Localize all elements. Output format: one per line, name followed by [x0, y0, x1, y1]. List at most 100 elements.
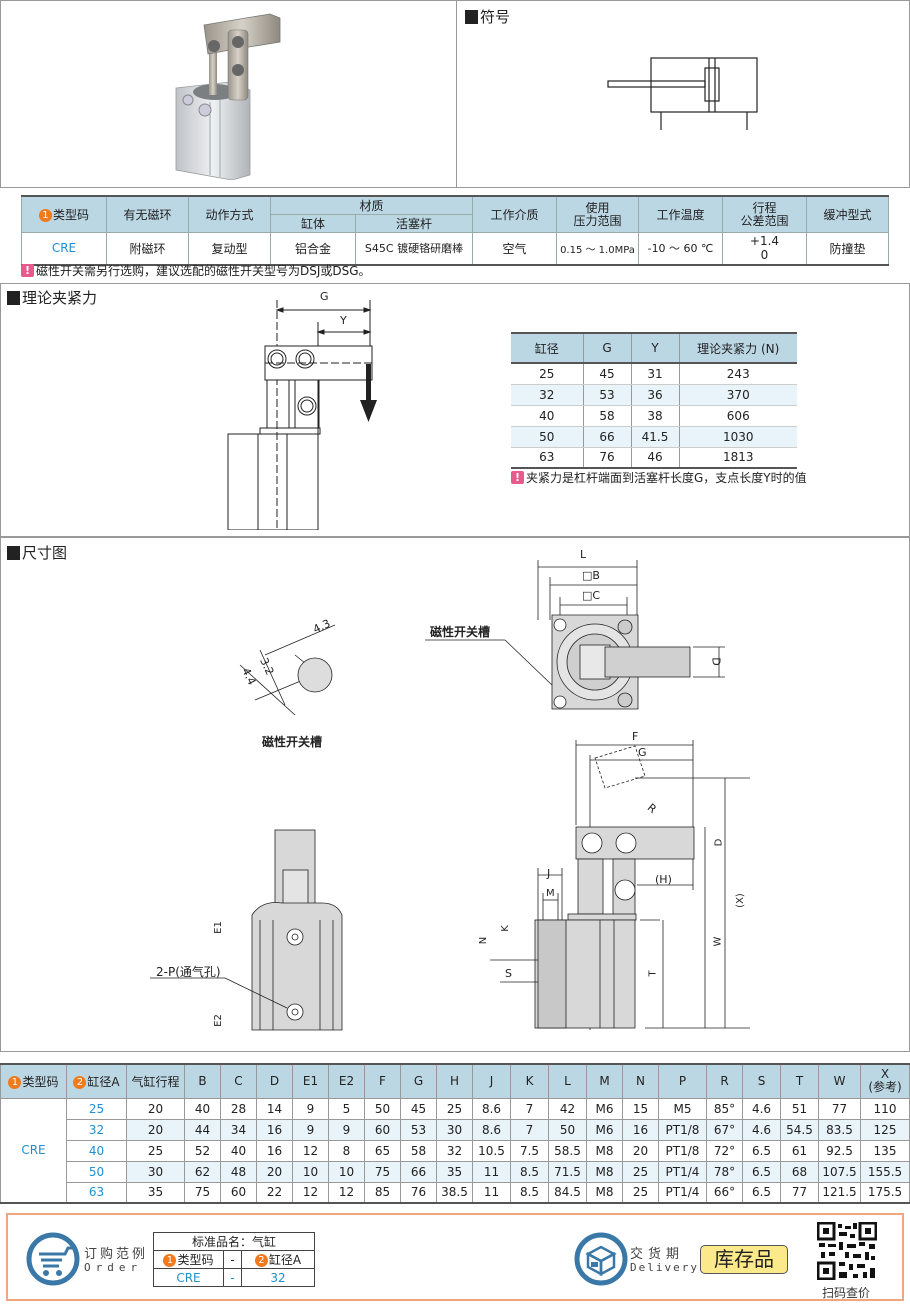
- delivery-title-en: Delivery: [630, 1261, 699, 1274]
- cell: M6: [586, 1118, 623, 1141]
- th-p: P: [658, 1063, 707, 1099]
- cell: 72°: [706, 1139, 743, 1162]
- th-e1: E1: [292, 1063, 329, 1099]
- cell: M8: [586, 1139, 623, 1162]
- cell: 38.5: [436, 1181, 473, 1204]
- cell-type-code: CRE: [21, 232, 107, 265]
- cell: 68: [780, 1160, 819, 1183]
- th-medium: 工作介质: [472, 195, 557, 233]
- cell-bore: 50: [66, 1160, 127, 1183]
- dim-w: W: [712, 936, 724, 947]
- cell: 66: [400, 1160, 437, 1183]
- cell: 65: [364, 1139, 401, 1162]
- cell: M8: [586, 1160, 623, 1183]
- cell-magnet: 附磁环: [106, 232, 189, 265]
- cell-bore: 40: [66, 1139, 127, 1162]
- cell: 16: [622, 1118, 659, 1141]
- cell: 35: [436, 1160, 473, 1183]
- cell: 1813: [679, 447, 797, 469]
- cell: 10: [292, 1160, 329, 1183]
- cell: 28: [220, 1097, 257, 1120]
- force-title-text: 理论夹紧力: [22, 289, 98, 307]
- delivery-title-cn: 交货期: [630, 1247, 685, 1262]
- cell: 53: [583, 384, 632, 406]
- th-h: H: [436, 1063, 473, 1099]
- dim-c: □C: [582, 589, 601, 602]
- cell: 4.6: [742, 1097, 781, 1120]
- dimension-title-text: 尺寸图: [22, 544, 68, 562]
- order-title-cn: 订购范例: [84, 1247, 149, 1262]
- num-badge-icon: 2: [254, 1254, 268, 1267]
- th-pressure: 使用压力范围: [556, 195, 639, 233]
- cell: 75: [184, 1181, 221, 1204]
- cell: 76: [400, 1181, 437, 1204]
- cell: 606: [679, 405, 797, 427]
- cell-bore: 32: [66, 1118, 127, 1141]
- th-action: 动作方式: [188, 195, 271, 233]
- th-label: 缸径A: [87, 1074, 120, 1089]
- cell: 11: [472, 1160, 511, 1183]
- cell: 20: [126, 1097, 185, 1120]
- dim-d: D: [709, 657, 723, 666]
- order-val1: CRE: [153, 1268, 224, 1287]
- cell: 1030: [679, 426, 797, 448]
- cell: 75: [364, 1160, 401, 1183]
- th-g: G: [583, 333, 632, 364]
- cell: 45: [400, 1097, 437, 1120]
- cell: 6.5: [742, 1139, 781, 1162]
- cell-action: 复动型: [188, 232, 271, 265]
- cell: 46: [631, 447, 680, 469]
- cell: 58.5: [548, 1139, 587, 1162]
- cell: 84.5: [548, 1181, 587, 1204]
- cell-body: 铝合金: [270, 232, 356, 265]
- cell-pressure: 0.15 ～ 1.0MPa: [556, 232, 639, 265]
- cell: 8.6: [472, 1097, 511, 1120]
- cell: 60: [220, 1181, 257, 1204]
- th-pressure-l2: 压力范围: [573, 213, 622, 228]
- th-force: 理论夹紧力 (N): [679, 333, 797, 364]
- stock-status-badge: 库存品: [700, 1245, 788, 1274]
- cell: 40: [511, 405, 584, 427]
- order-col1-label: 类型码: [177, 1253, 214, 1267]
- dim-e1: E1: [212, 921, 224, 934]
- th-stroke-l1: 行程: [752, 200, 777, 215]
- force-diagram: G Y: [225, 290, 385, 530]
- cell: 61: [780, 1139, 819, 1162]
- cell: 36: [631, 384, 680, 406]
- stroke-lower: 0: [760, 248, 769, 263]
- top-view-drawing: L □B □C D 磁性开关槽: [425, 545, 735, 715]
- cell: 12: [292, 1139, 329, 1162]
- cell: 14: [256, 1097, 293, 1120]
- label-y: Y: [340, 314, 347, 327]
- dim-l: L: [580, 548, 587, 561]
- cell: 155.5: [860, 1160, 910, 1183]
- symbol-section-title: 符号: [465, 6, 510, 27]
- cell: 51: [780, 1097, 819, 1120]
- order-sep: -: [223, 1268, 242, 1287]
- cell: 83.5: [818, 1118, 861, 1141]
- cell: 25: [436, 1097, 473, 1120]
- th-n: N: [622, 1063, 659, 1099]
- dim-t: T: [647, 970, 659, 977]
- cell: 63: [511, 447, 584, 469]
- cell: 67°: [706, 1118, 743, 1141]
- cell: 15: [622, 1097, 659, 1120]
- cell: 22: [256, 1181, 293, 1204]
- cell: 92.5: [818, 1139, 861, 1162]
- cell: 38: [631, 405, 680, 427]
- cell: 175.5: [860, 1181, 910, 1204]
- th-x-label: X: [880, 1067, 890, 1082]
- dim-m: M: [546, 888, 555, 899]
- cell: 44: [184, 1118, 221, 1141]
- cart-icon: [26, 1232, 80, 1290]
- cell: 8: [328, 1139, 365, 1162]
- th-x: X(参考): [860, 1063, 910, 1099]
- cell: 58: [583, 405, 632, 427]
- cell: 12: [292, 1181, 329, 1204]
